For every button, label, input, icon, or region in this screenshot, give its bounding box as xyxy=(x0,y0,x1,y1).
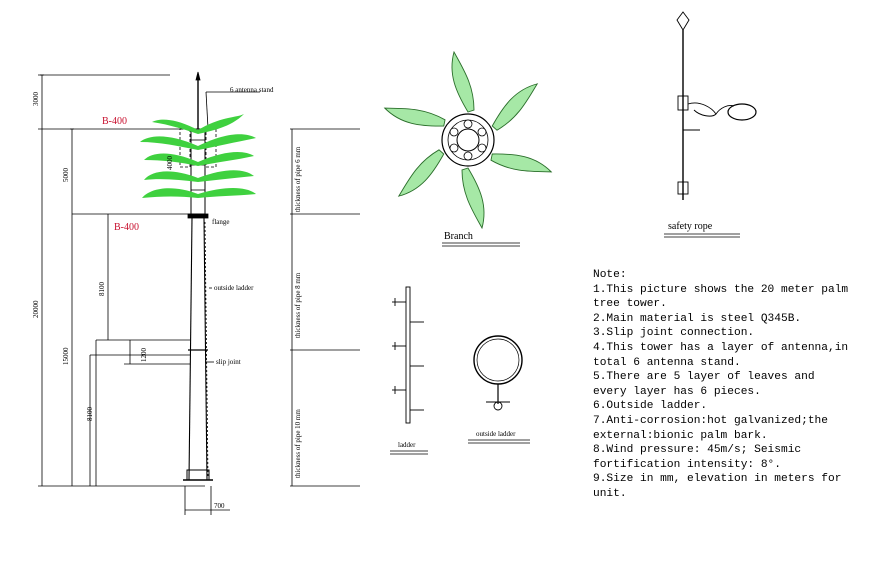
caption-branch: Branch xyxy=(444,231,473,242)
label-pipe-8mm: thickness of pipe 8 mm xyxy=(294,272,302,338)
outside-ladder-ring xyxy=(473,335,523,411)
notes-block: Note: 1.This picture shows the 20 meter … xyxy=(593,268,853,502)
dim-1200: 1200 xyxy=(140,348,148,363)
dim-15000: 15000 xyxy=(62,347,70,365)
note-item: 2.Main material is steel Q345B. xyxy=(593,312,802,325)
caption-safety-rope: safety rope xyxy=(668,221,713,232)
dim-8100-lower: 8100 xyxy=(86,407,94,422)
note-item: 4.This tower has a layer of antenna,in t… xyxy=(593,341,855,369)
safety-rope-detail xyxy=(676,11,757,200)
note-item: 6.Outside ladder. xyxy=(593,400,708,413)
label-pipe-6mm: thickness of pipe 6 mm xyxy=(294,146,302,212)
dim-5000: 5000 xyxy=(62,168,70,183)
dim-3000: 3000 xyxy=(32,92,40,107)
palm-fronds xyxy=(140,114,256,198)
caption-ladder: ladder xyxy=(398,441,416,449)
notes-title: Note: xyxy=(593,269,627,281)
note-item: 8.Wind pressure: 45m/s; Seismic fortific… xyxy=(593,444,808,471)
dim-8100-upper: 8100 xyxy=(98,282,106,297)
label-slip-joint: slip joint xyxy=(216,358,241,366)
tower-elevation xyxy=(38,71,360,515)
dim-700: 700 xyxy=(214,502,225,510)
branch-top-view xyxy=(383,51,553,229)
label-flange: flange xyxy=(212,218,230,226)
label-pipe-10mm: thickness of pipe 10 mm xyxy=(294,409,302,478)
note-item: 1.This picture shows the 20 meter palm t… xyxy=(593,283,855,311)
label-antenna-stand: 6 antenna stand xyxy=(230,86,274,94)
note-item: 3.Slip joint connection. xyxy=(593,327,755,340)
label-b400-mid: B-400 xyxy=(114,222,139,233)
label-outside-ladder-tower: outside ladder xyxy=(214,284,254,292)
label-b400-top: B-400 xyxy=(102,116,127,127)
note-item: 7.Anti-corrosion:hot galvanized;the exte… xyxy=(593,414,835,442)
ladder-side-view xyxy=(392,286,424,424)
note-item: 9.Size in mm, elevation in meters for un… xyxy=(593,473,849,500)
dim-20000: 20000 xyxy=(32,300,40,318)
caption-outside-ladder: outside ladder xyxy=(476,430,516,438)
note-item: 5.There are 5 layer of leaves and every … xyxy=(593,371,822,398)
dim-4000: 4000 xyxy=(166,156,174,171)
